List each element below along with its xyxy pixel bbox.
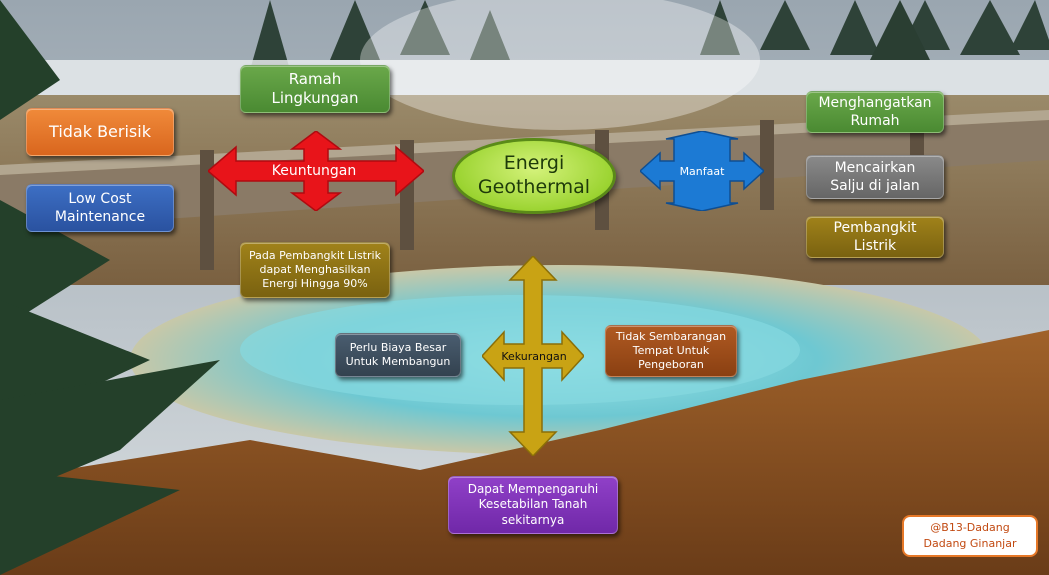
- box-tidak-berisik: Tidak Berisik: [26, 108, 174, 156]
- credit-line: @B13-Dadang: [930, 521, 1010, 535]
- box-biaya-besar: Perlu Biaya Besar Untuk Membangun: [335, 333, 461, 377]
- box-mencairkan-salju: Mencairkan Salju di jalan: [806, 155, 944, 199]
- center-line1: Energi: [503, 152, 565, 175]
- keuntungan-arrow: [208, 131, 424, 211]
- box-line: Untuk Membangun: [345, 355, 451, 368]
- credit-line: Dadang Ginanjar: [923, 537, 1017, 550]
- box-line: Low Cost: [68, 190, 132, 207]
- treeline: [250, 0, 1049, 70]
- box-kesetabilan-tanah: Dapat Mempengaruhi Kesetabilan Tanah sek…: [448, 476, 618, 534]
- box-menghangatkan-rumah: Menghangatkan Rumah: [806, 91, 944, 133]
- kekurangan-label: Kekurangan: [501, 349, 567, 363]
- box-line: Pengeboran: [638, 358, 704, 372]
- manfaat-label: Manfaat: [679, 164, 725, 178]
- pine-trees: [0, 0, 220, 575]
- box-line: Menghangatkan: [818, 94, 932, 111]
- box-line: Kesetabilan Tanah: [478, 497, 588, 512]
- box-line: dapat Menghasilkan: [259, 262, 371, 276]
- pine-tree-right: [870, 0, 930, 60]
- box-line: Tidak Berisik: [49, 121, 151, 141]
- box-line: Listrik: [853, 238, 897, 254]
- box-line: Tidak Sembarangan: [615, 329, 727, 343]
- box-line: Tempat Untuk: [632, 343, 710, 357]
- box-line: Ramah: [288, 69, 342, 88]
- center-energi-geothermal: Energi Geothermal: [452, 138, 616, 214]
- box-line: sekitarnya: [501, 512, 565, 527]
- box-line: Pada Pembangkit Listrik: [249, 248, 381, 262]
- box-line: Dapat Mempengaruhi: [467, 481, 599, 496]
- steam-haze: [360, 0, 760, 130]
- box-pembangkit-90: Pada Pembangkit Listrik dapat Menghasilk…: [240, 242, 390, 298]
- foreground-grass: [0, 330, 1049, 575]
- box-line: Salju di jalan: [830, 178, 920, 194]
- center-line2: Geothermal: [477, 176, 591, 198]
- box-line: Maintenance: [54, 209, 146, 225]
- manfaat-arrow: [640, 131, 764, 211]
- box-line: Rumah: [850, 113, 900, 129]
- credit-badge: @B13-Dadang Dadang Ginanjar: [902, 515, 1038, 557]
- box-line: Energi Hingga 90%: [262, 277, 368, 291]
- box-line: Pembangkit: [833, 219, 917, 236]
- box-line: Lingkungan: [271, 89, 359, 107]
- kekurangan-arrow: [482, 256, 584, 456]
- box-ramah-lingkungan: Ramah Lingkungan: [240, 65, 390, 113]
- box-pembangkit-listrik: Pembangkit Listrik: [806, 216, 944, 258]
- box-low-cost-maintenance: Low Cost Maintenance: [26, 184, 174, 232]
- box-tidak-sembarangan: Tidak Sembarangan Tempat Untuk Pengebora…: [605, 325, 737, 377]
- keuntungan-label: Keuntungan: [271, 163, 357, 179]
- box-line: Mencairkan: [834, 159, 916, 176]
- box-line: Perlu Biaya Besar: [349, 340, 447, 354]
